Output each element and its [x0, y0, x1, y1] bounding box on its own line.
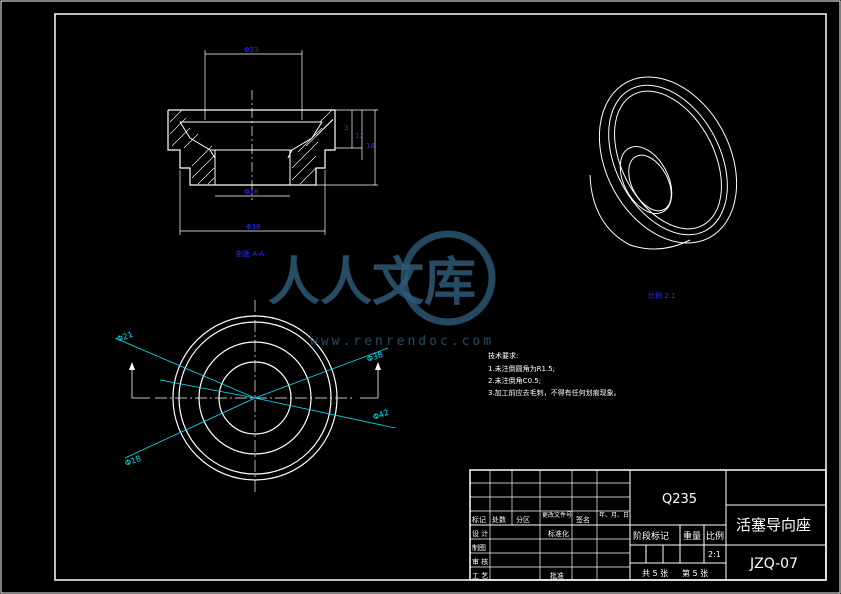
tb-drawing-no: JZQ-07	[749, 556, 798, 572]
dim-base: Φ38	[246, 223, 260, 231]
tb-sheet-no: 第 5 张	[682, 568, 708, 578]
title-block	[469, 469, 827, 581]
tb-row-3: 工 艺	[472, 572, 488, 580]
tb-row-0: 设 计	[472, 529, 488, 538]
tb-header-1: 处数	[492, 515, 506, 524]
dim-bottom-bore: Φ38	[244, 188, 258, 196]
tb-stage-label: 阶段标记	[633, 530, 669, 542]
plan-dim-0: Φ21	[116, 330, 135, 344]
section-dimensions	[179, 50, 378, 235]
plan-dim-3: Φ18	[124, 454, 143, 468]
tb-weight-label: 重量	[683, 530, 701, 542]
watermark: 人人文库 www.renrendoc.com	[268, 230, 496, 349]
tb-std-label: 标准化	[548, 529, 569, 538]
dim-h2: 12	[355, 132, 364, 140]
tb-header-5: 年、月、日	[599, 511, 629, 519]
note-item: 2.未注倒角C0.5;	[488, 376, 541, 385]
watermark-text: 人人文库	[268, 253, 476, 313]
plan-view	[129, 300, 381, 494]
tb-scale-label: 比例	[706, 530, 724, 542]
notes-title: 技术要求:	[488, 351, 518, 360]
tb-header-3: 更改文件号	[542, 511, 572, 519]
dim-h3: 18	[366, 142, 375, 150]
section-dim-labels: Φ33 Φ38 Φ38 3 12 18	[244, 46, 375, 231]
tb-row-2: 审 核	[472, 557, 488, 566]
tb-header-2: 分区	[516, 515, 530, 524]
tb-header-0: 标记	[472, 515, 486, 524]
inner-frame	[54, 13, 827, 581]
iso-view	[589, 76, 738, 250]
tb-sheets-total: 共 5 张	[642, 569, 668, 578]
title-block-text: 标记 处数 分区 更改文件号 签名 年、月、日 设 计 制图 审 核 工 艺 标…	[472, 492, 811, 580]
dim-h1: 3	[344, 124, 348, 132]
note-item: 1.未注倒圆角为R1.5;	[488, 364, 555, 373]
plan-dimension-lines	[114, 337, 396, 459]
plan-dim-1: Φ38	[366, 350, 385, 364]
dim-top-bore: Φ33	[244, 46, 258, 54]
tb-row-1: 制图	[472, 543, 486, 552]
tb-material: Q235	[662, 492, 697, 507]
technical-notes: 技术要求: 1.未注倒圆角为R1.5; 2.未注倒角C0.5; 3.加工前应去毛…	[488, 351, 621, 397]
tb-scale-value: 2:1	[708, 550, 721, 559]
section-view	[167, 90, 336, 200]
section-view-label: 剖面 A-A	[236, 249, 264, 258]
tb-header-4: 签名	[576, 515, 590, 524]
note-item: 3.加工前应去毛刺，不得有任何划痕现象。	[488, 388, 621, 397]
watermark-url: www.renrendoc.com	[310, 334, 494, 349]
plan-dim-2: Φ42	[372, 408, 391, 422]
tb-approve-label: 批准	[550, 571, 564, 580]
tb-part-name: 活塞导向座	[736, 516, 811, 534]
iso-view-label: 比例 2:1	[648, 291, 676, 300]
